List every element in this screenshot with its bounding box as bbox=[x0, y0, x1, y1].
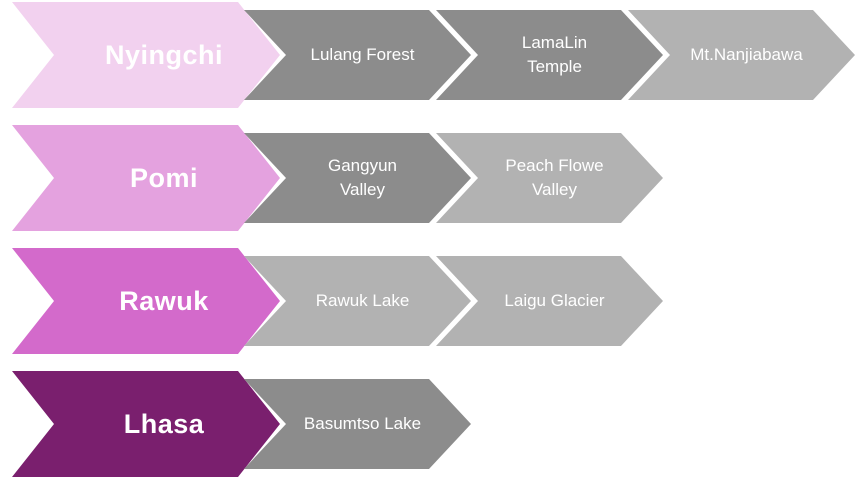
region-label: Lhasa bbox=[123, 408, 205, 439]
region-label: Rawuk bbox=[119, 285, 209, 316]
place-label: Mt.Nanjiabawa bbox=[690, 45, 803, 64]
region-label: Pomi bbox=[129, 162, 198, 193]
region-chevron-lhasa: Lhasa bbox=[12, 371, 280, 477]
region-chevron-rawuk: Rawuk bbox=[12, 248, 280, 354]
region-chevron-pomi: Pomi bbox=[12, 125, 280, 231]
place-label: Rawuk Lake bbox=[315, 291, 410, 310]
place-label: Laigu Glacier bbox=[504, 291, 605, 310]
region-chevron-nyingchi: Nyingchi bbox=[12, 2, 280, 108]
place-label: Lulang Forest bbox=[310, 45, 415, 64]
place-label: Basumtso Lake bbox=[303, 414, 422, 433]
region-label: Nyingchi bbox=[104, 39, 223, 70]
